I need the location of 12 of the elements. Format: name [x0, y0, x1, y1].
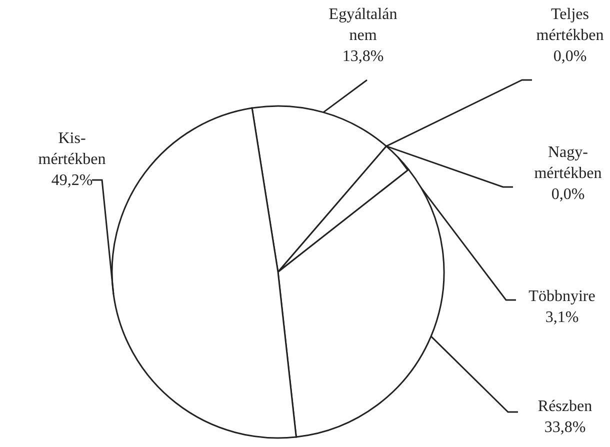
value-label: 33,8%	[543, 418, 587, 438]
category-label: Kis- mértékben	[38, 129, 106, 170]
category-label: Részben	[538, 397, 592, 417]
value-label: 0,0%	[550, 185, 586, 205]
category-label: Nagy- mértékben	[534, 143, 602, 184]
value-label: 49,2%	[50, 171, 94, 191]
value-label: 13,8%	[341, 47, 385, 67]
category-label: Teljes mértékben	[536, 5, 604, 46]
value-label: 0,0%	[552, 47, 588, 67]
value-label: 3,1%	[544, 308, 580, 328]
category-label: Egyáltalán nem	[328, 5, 398, 46]
category-label: Többnyire	[528, 287, 596, 307]
